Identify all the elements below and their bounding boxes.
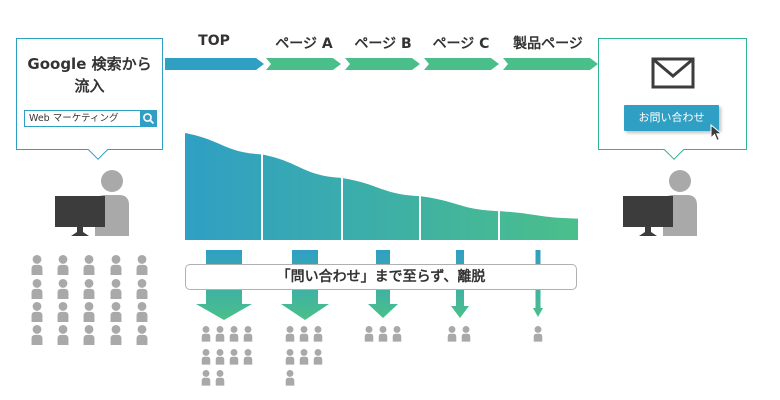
person-icon (31, 279, 43, 299)
person-icon (215, 349, 225, 365)
source-title-line1: Google 検索から (27, 55, 152, 73)
person-icon (285, 326, 295, 342)
person-icon (392, 326, 402, 342)
person-icon (447, 326, 457, 342)
person-icon (136, 302, 148, 322)
contact-button[interactable]: お問い合わせ (624, 105, 719, 131)
step-label-page-c: ページ C (432, 36, 490, 52)
person-icon (378, 326, 388, 342)
person-icon (299, 349, 309, 365)
computer-user-right (623, 170, 697, 236)
flow-arrow-1 (266, 58, 341, 70)
person-icon (243, 326, 253, 342)
person-icon (136, 325, 148, 345)
person-icon (364, 326, 374, 342)
person-icon (83, 279, 95, 299)
person-icon (201, 349, 211, 365)
person-icon (57, 279, 69, 299)
person-icon (83, 255, 95, 275)
person-icon (285, 349, 295, 365)
person-icon (313, 349, 323, 365)
person-icon (110, 255, 122, 275)
goal-bubble: お問い合わせ (598, 38, 747, 160)
page-flow-arrows (165, 58, 598, 70)
person-icon (313, 326, 323, 342)
person-icon (229, 349, 239, 365)
person-icon (201, 370, 211, 386)
person-icon (57, 302, 69, 322)
person-icon (229, 326, 239, 342)
person-icon (31, 325, 43, 345)
person-icon (201, 326, 211, 342)
search-button[interactable] (140, 110, 157, 127)
computer-icons (55, 170, 697, 236)
source-bubble: Google 検索から 流入 Web マーケティング (16, 38, 163, 160)
computer-user-left (55, 170, 129, 236)
person-icon (215, 370, 225, 386)
step-label-page-a: ページ A (275, 36, 333, 52)
person-icon (31, 302, 43, 322)
person-icon (83, 325, 95, 345)
step-label-page-b: ページ B (354, 36, 412, 52)
source-title: Google 検索から 流入 (17, 53, 162, 97)
person-icon (299, 326, 309, 342)
leave-banner: 「問い合わせ」まで至らず、離脱 (185, 264, 577, 290)
envelope-icon (651, 57, 695, 89)
person-icon (136, 279, 148, 299)
person-icon (110, 279, 122, 299)
person-icon (31, 255, 43, 275)
flow-arrow-4 (503, 58, 598, 70)
person-icon (57, 325, 69, 345)
flow-arrow-2 (345, 58, 420, 70)
pointer-cursor-icon (710, 124, 723, 142)
person-icon (243, 349, 253, 365)
search-input[interactable]: Web マーケティング (24, 110, 157, 127)
person-icon (533, 326, 543, 342)
person-icon (110, 325, 122, 345)
funnel-dividers (261, 128, 500, 240)
person-icon (83, 302, 95, 322)
step-label-top: TOP (198, 33, 230, 49)
person-icon (57, 255, 69, 275)
person-icon (215, 326, 225, 342)
person-icon (461, 326, 471, 342)
flow-arrow-0 (165, 58, 264, 70)
person-icon (110, 302, 122, 322)
people-icons (31, 255, 543, 386)
flow-arrow-3 (424, 58, 499, 70)
search-query: Web マーケティング (29, 113, 119, 124)
magnifier-icon (143, 113, 155, 125)
step-label-product-page: 製品ページ (513, 36, 583, 52)
funnel-shape (185, 133, 578, 240)
person-icon (285, 370, 295, 386)
source-title-line2: 流入 (74, 77, 105, 95)
person-icon (136, 255, 148, 275)
